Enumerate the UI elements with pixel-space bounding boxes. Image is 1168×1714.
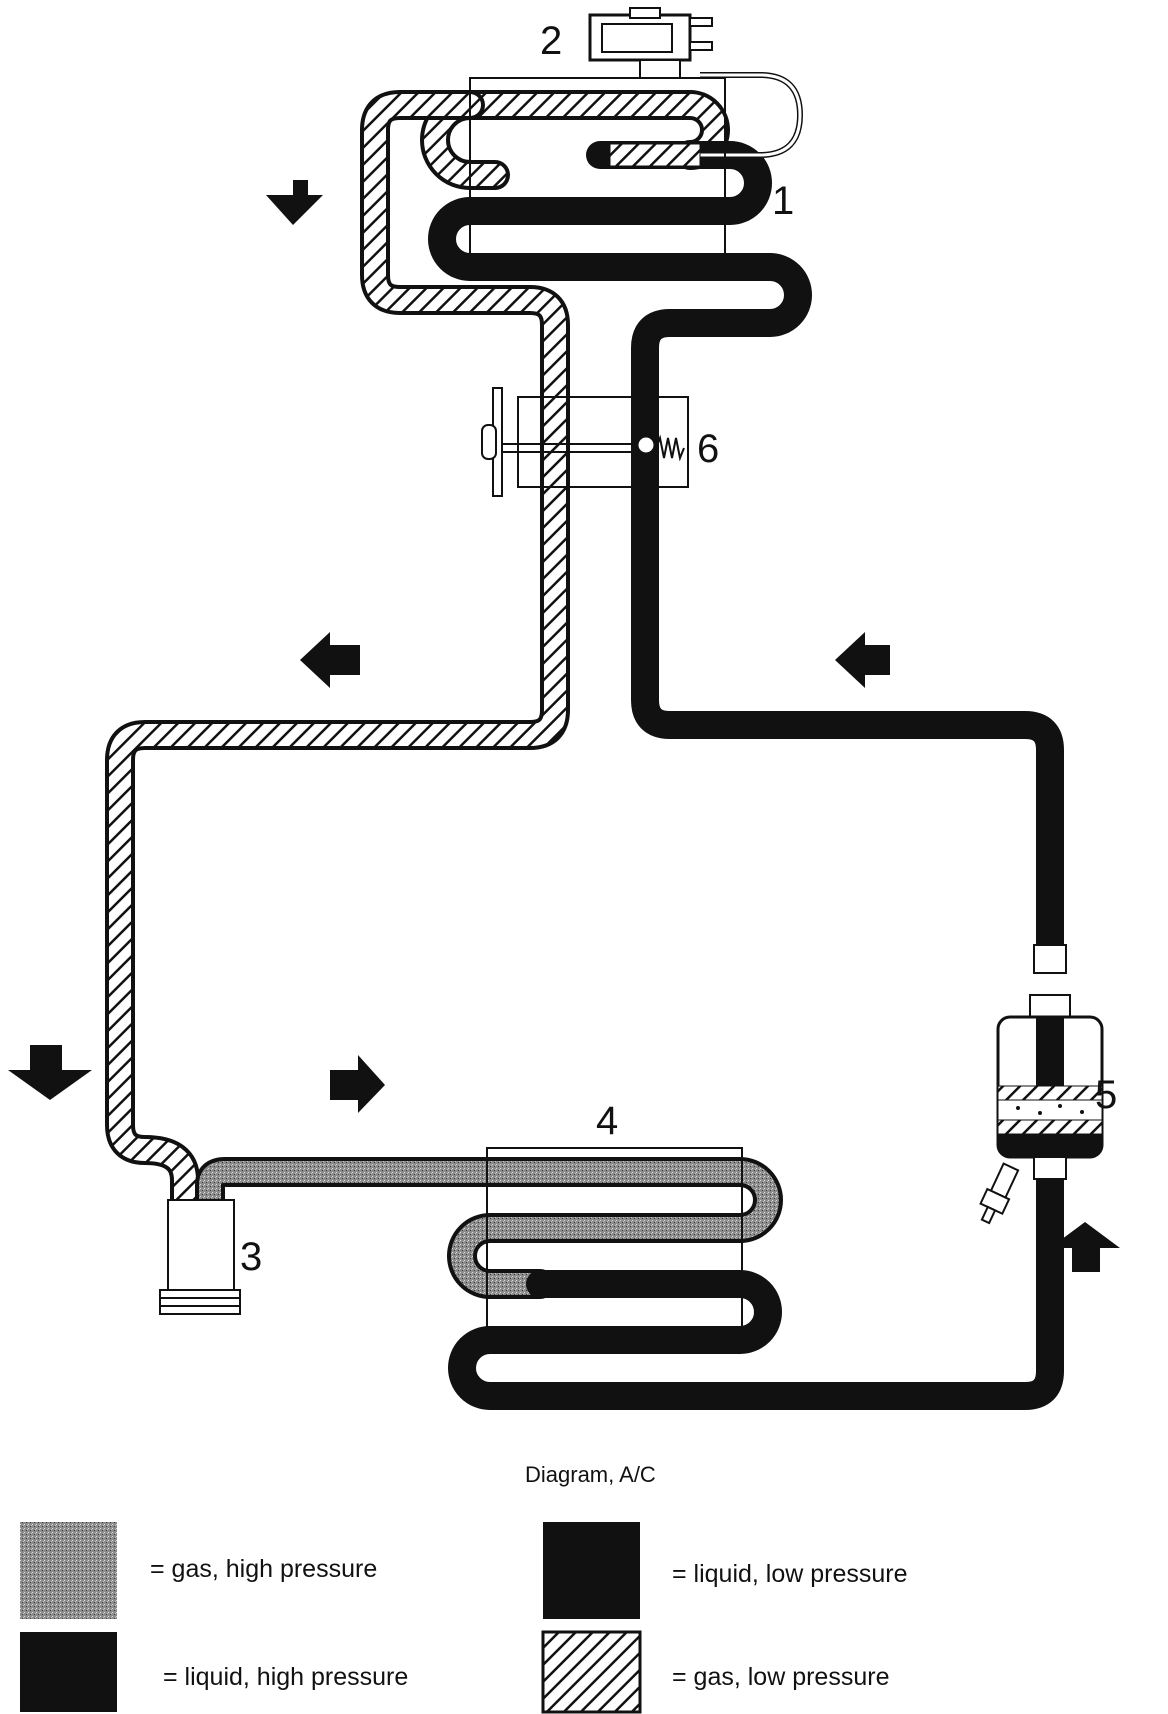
label-evaporator: 4 — [596, 1099, 618, 1143]
legend-swatch-liquid-high-pressure — [20, 1632, 117, 1712]
label-condenser: 1 — [772, 179, 794, 223]
arrow-up-icon — [1050, 1222, 1120, 1272]
label-compressor: 3 — [240, 1235, 262, 1279]
legend-swatch-gas-high-pressure — [20, 1522, 117, 1619]
pipe-gas-low-pressure — [105, 90, 730, 1220]
evaporator — [486, 1147, 743, 1353]
solenoid-valve — [588, 7, 713, 79]
label-expansion-valve: 6 — [697, 427, 719, 471]
legend-label-gas-high-pressure: = gas, high pressure — [150, 1555, 377, 1583]
legend-label-liquid-high-pressure: = liquid, high pressure — [163, 1663, 408, 1691]
expansion-valve — [481, 387, 689, 497]
label-solenoid: 2 — [540, 19, 562, 63]
pipe-liquid — [428, 141, 1064, 1410]
legend: = gas, high pressure = liquid, low press… — [20, 1522, 908, 1714]
arrow-left-icon — [300, 632, 360, 688]
arrow-down-icon — [266, 180, 323, 225]
legend-label-gas-low-pressure: = gas, low pressure — [672, 1663, 889, 1691]
diagram-caption: Diagram, A/C — [525, 1462, 656, 1487]
arrow-left-icon — [835, 632, 890, 688]
flow-arrows — [8, 180, 1120, 1272]
legend-label-liquid-low-pressure: = liquid, low pressure — [672, 1560, 908, 1588]
arrow-right-icon — [330, 1055, 385, 1113]
compressor — [159, 1199, 241, 1315]
legend-swatch-gas-low-pressure — [541, 1630, 642, 1714]
pipe-gas-high-pressure — [195, 1157, 783, 1299]
label-receiver-drier: 5 — [1095, 1073, 1117, 1117]
condenser — [469, 77, 726, 279]
receiver-drier — [979, 944, 1104, 1225]
legend-swatch-liquid-low-pressure — [543, 1522, 640, 1619]
arrow-down-icon — [8, 1045, 92, 1100]
